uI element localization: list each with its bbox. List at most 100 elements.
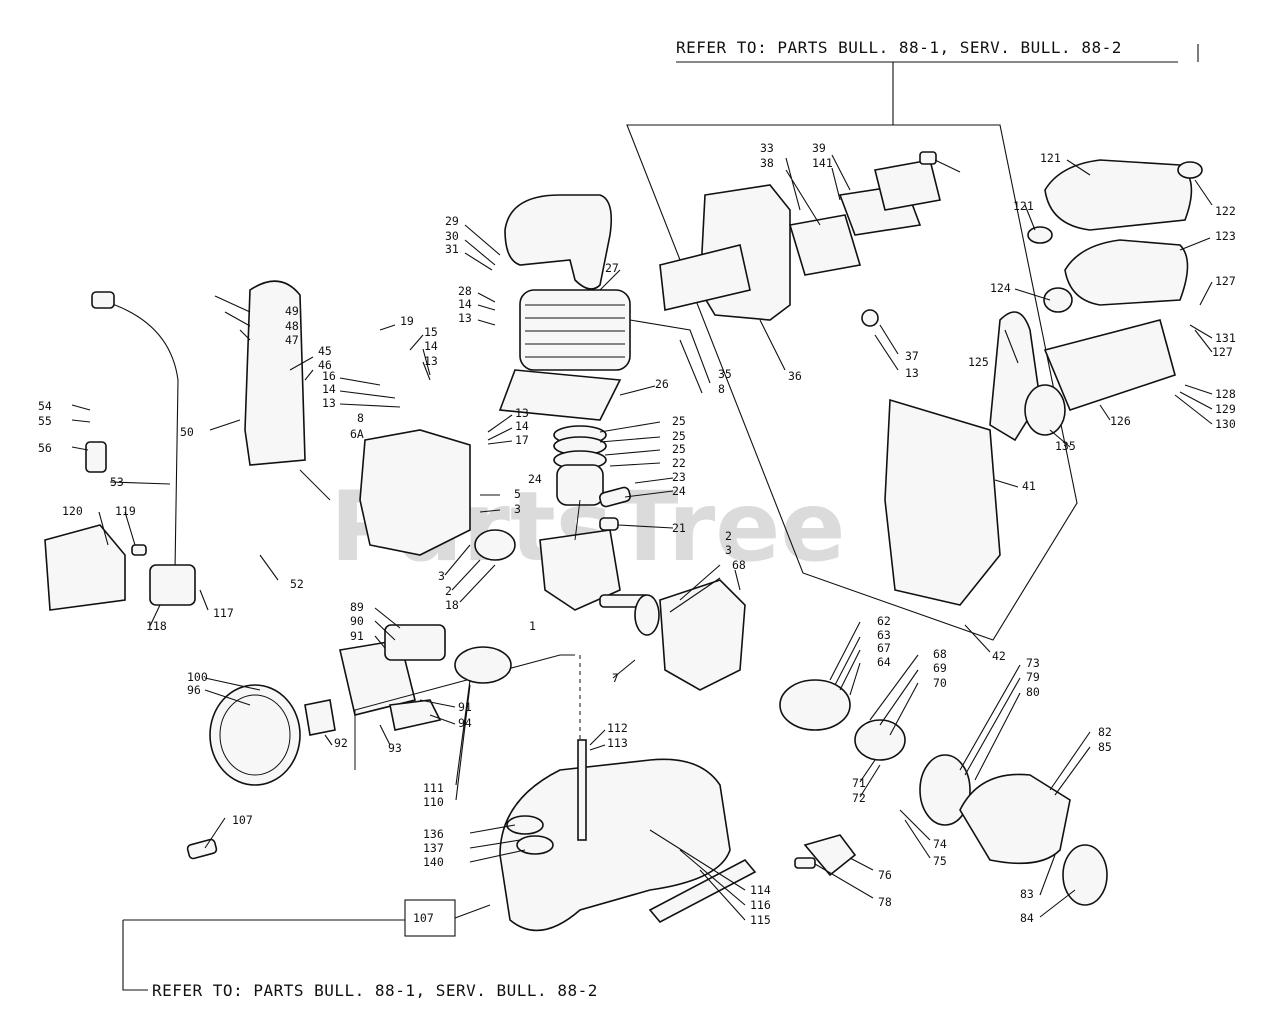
spark-arrestor xyxy=(989,159,1193,442)
part-label-131: 135 xyxy=(1055,439,1076,453)
part-label-14: 14 xyxy=(322,382,336,396)
spark-plug xyxy=(85,441,107,473)
part-number-labels: 29 30 31 27 28 14 13 19 15 14 13 16 14 1… xyxy=(38,141,1236,927)
starter-cover xyxy=(1062,844,1108,906)
filter-gasket xyxy=(304,699,336,736)
part-label-13: 13 xyxy=(515,406,529,420)
part-label-127: 127 xyxy=(1212,345,1233,359)
part-label-26: 26 xyxy=(655,377,669,391)
part-label-130: 131 xyxy=(1215,331,1236,345)
crankshaft xyxy=(539,499,651,611)
part-label-4: 3 xyxy=(514,502,521,516)
part-label-111: 112 xyxy=(607,721,628,735)
part-label-122: 123 xyxy=(1215,229,1236,243)
part-label-128: 129 xyxy=(1215,402,1236,416)
clamp xyxy=(1027,226,1053,244)
muffler xyxy=(659,151,941,321)
part-label-116: 117 xyxy=(213,606,234,620)
part-label-16: 16 xyxy=(322,369,336,383)
part-label-13: 13 xyxy=(905,366,919,380)
part-label-100: 107 xyxy=(232,813,253,827)
part-label-17: 17 xyxy=(515,433,529,447)
crankcase-half xyxy=(359,429,471,556)
part-label-7: 7 xyxy=(612,671,619,685)
part-label-30: 30 xyxy=(445,229,459,243)
fuel-pickup-line xyxy=(577,739,587,841)
part-label-129: 130 xyxy=(1215,417,1236,431)
ignition-module xyxy=(244,280,306,466)
starter-grip xyxy=(794,857,816,869)
cylinder-shroud xyxy=(504,194,613,290)
part-label-121: 121 xyxy=(1013,199,1034,213)
part-label-39: 39 xyxy=(812,141,826,155)
part-label-75: 75 xyxy=(933,854,947,868)
air-filter-cover xyxy=(209,684,301,786)
part-label-41: 41 xyxy=(1022,479,1036,493)
part-label-23: 23 xyxy=(672,470,686,484)
part-label-14: 14 xyxy=(424,339,438,353)
part-label-31: 31 xyxy=(445,242,459,256)
part-label-120: 121 xyxy=(1040,151,1061,165)
part-label-36: 36 xyxy=(788,369,802,383)
part-label-70: 70 xyxy=(933,676,947,690)
part-label-2: 2 xyxy=(445,584,452,598)
footer-reference: REFER TO: PARTS BULL. 88-1, SERV. BULL. … xyxy=(152,981,598,1000)
part-label-85: 85 xyxy=(1098,740,1112,754)
needle-bearing xyxy=(599,517,619,531)
part-label-21: 21 xyxy=(672,521,686,535)
part-label-3: 3 xyxy=(438,569,445,583)
part-label-13: 13 xyxy=(322,396,336,410)
part-label-79: 79 xyxy=(1026,670,1040,684)
part-label-24: 24 xyxy=(528,472,542,486)
part-label-8: 8 xyxy=(357,411,364,425)
clamp-ring xyxy=(1177,161,1203,179)
part-label-2: 2 xyxy=(725,529,732,543)
fuel-tank xyxy=(499,758,731,932)
part-label-82: 82 xyxy=(1098,725,1112,739)
carburetor xyxy=(339,624,446,731)
part-label-117: 118 xyxy=(146,619,167,633)
heat-shield xyxy=(884,398,1001,606)
part-label-74: 74 xyxy=(933,837,947,851)
part-label-126: 127 xyxy=(1215,274,1236,288)
part-label-33: 33 xyxy=(760,141,774,155)
part-label-91: 92 xyxy=(334,736,348,750)
part-label-96: 100 xyxy=(187,670,208,684)
spark-plug-lead xyxy=(99,299,179,571)
part-label-35: 35 xyxy=(718,367,732,381)
cap-retainer xyxy=(516,835,554,855)
cylinder-gasket xyxy=(498,369,622,421)
header-reference: REFER TO: PARTS BULL. 88-1, SERV. BULL. … xyxy=(676,38,1122,57)
part-label-1: 1 xyxy=(529,619,536,633)
part-label-114: 115 xyxy=(750,913,771,927)
part-label-76: 76 xyxy=(878,868,892,882)
part-label-46: 46 xyxy=(318,358,332,372)
part-label-56: 56 xyxy=(38,441,52,455)
part-label-13: 13 xyxy=(458,311,472,325)
part-label-113: 114 xyxy=(750,883,771,897)
fuel-cap xyxy=(454,646,512,684)
part-label-18: 18 xyxy=(445,598,459,612)
part-label-63: 63 xyxy=(877,628,891,642)
part-label-62: 62 xyxy=(877,614,891,628)
part-label-109: 110 xyxy=(423,795,444,809)
part-label-48: 48 xyxy=(285,319,299,333)
cap-seal xyxy=(506,815,544,835)
part-label-69: 69 xyxy=(933,661,947,675)
leader-lines xyxy=(71,154,1213,921)
part-label-27: 27 xyxy=(605,261,619,275)
stop-switch xyxy=(149,564,196,606)
part-label-78: 78 xyxy=(878,895,892,909)
piston-assembly xyxy=(553,425,607,506)
part-label-90: 91 xyxy=(458,700,472,714)
part-label-54: 54 xyxy=(38,399,52,413)
part-label-67: 67 xyxy=(877,641,891,655)
part-label-25: 25 xyxy=(672,442,686,456)
part-label-29: 29 xyxy=(445,214,459,228)
part-label-125: 126 xyxy=(1110,414,1131,428)
part-label-13: 13 xyxy=(424,354,438,368)
part-label-124: 125 xyxy=(968,355,989,369)
part-label-89: 90 xyxy=(350,614,364,628)
part-label-92: 93 xyxy=(388,741,402,755)
part-label-45: 45 xyxy=(318,344,332,358)
